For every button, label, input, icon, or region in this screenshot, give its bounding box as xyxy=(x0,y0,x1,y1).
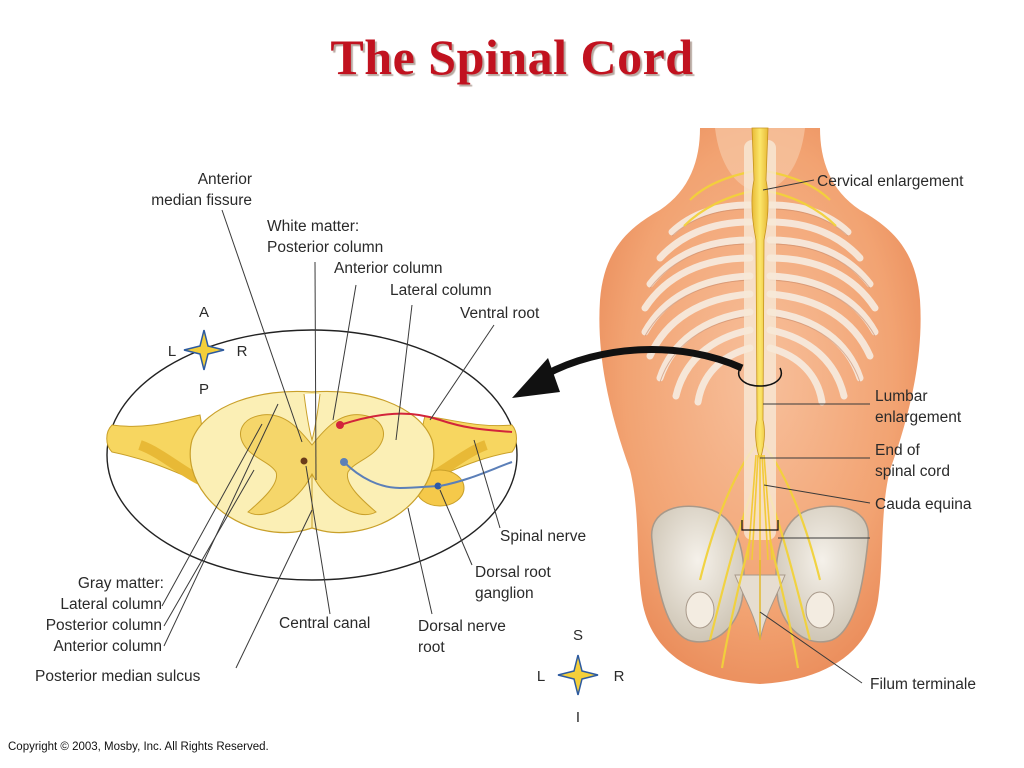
back-view-illustration xyxy=(599,127,921,684)
central-canal xyxy=(300,457,308,465)
label-dorsal-nerve-root-1: Dorsal nerve xyxy=(418,618,506,635)
label-spinal-nerve: Spinal nerve xyxy=(500,528,586,545)
compass-bv-right: R xyxy=(614,668,625,685)
label-end-of-spinal-cord-2: spinal cord xyxy=(875,463,950,480)
label-filum-terminale: Filum terminale xyxy=(870,676,976,693)
compass-bv-left: L xyxy=(537,668,545,685)
cross-section-illustration xyxy=(106,329,518,581)
label-white-matter: White matter: xyxy=(267,218,359,235)
pointer-arrow xyxy=(512,346,744,398)
label-ventral-root: Ventral root xyxy=(460,305,540,322)
compass-bv-top: S xyxy=(573,627,583,644)
label-lateral-column: Lateral column xyxy=(390,282,492,299)
label-anterior-column: Anterior column xyxy=(334,260,443,277)
label-anterior-median-fissure-1: Anterior xyxy=(198,171,252,188)
compass-back-view: S L R I xyxy=(537,627,625,726)
compass-cs-top: A xyxy=(199,304,209,321)
cauda-equina-strands xyxy=(747,454,773,570)
label-dorsal-nerve-root-2: root xyxy=(418,639,445,656)
label-anterior-median-fissure-2: median fissure xyxy=(151,192,252,209)
label-posterior-column: Posterior column xyxy=(267,239,383,256)
label-lumbar-enlargement-1: Lumbar xyxy=(875,388,928,405)
leader-lines xyxy=(161,179,871,684)
label-lumbar-enlargement-2: enlargement xyxy=(875,409,962,426)
label-posterior-median-sulcus: Posterior median sulcus xyxy=(35,668,201,685)
compass-bv-bottom: I xyxy=(576,709,580,726)
label-gray-anterior-column: Anterior column xyxy=(53,638,162,655)
label-dorsal-root-ganglion-2: ganglion xyxy=(475,585,534,602)
copyright-notice: Copyright © 2003, Mosby, Inc. All Rights… xyxy=(8,741,269,753)
label-central-canal: Central canal xyxy=(279,615,370,632)
compass-cs-bottom: P xyxy=(199,381,209,398)
label-gray-lateral-column: Lateral column xyxy=(60,596,162,613)
compass-cs-left: L xyxy=(168,343,176,360)
ribs xyxy=(641,201,879,406)
compass-star-icon xyxy=(183,329,225,371)
slide-title: The Spinal Cord xyxy=(330,29,694,85)
compass-cs-right: R xyxy=(237,343,248,360)
pelvis xyxy=(651,505,869,643)
label-end-of-spinal-cord-1: End of xyxy=(875,442,921,459)
label-cauda-equina: Cauda equina xyxy=(875,496,972,513)
compass-cross-section: A L R P xyxy=(168,304,248,398)
label-gray-matter: Gray matter: xyxy=(78,575,164,592)
label-cervical-enlargement: Cervical enlargement xyxy=(817,173,964,190)
label-gray-posterior-column: Posterior column xyxy=(46,617,162,634)
compass-star-icon xyxy=(557,654,599,696)
label-dorsal-root-ganglion-1: Dorsal root xyxy=(475,564,551,581)
